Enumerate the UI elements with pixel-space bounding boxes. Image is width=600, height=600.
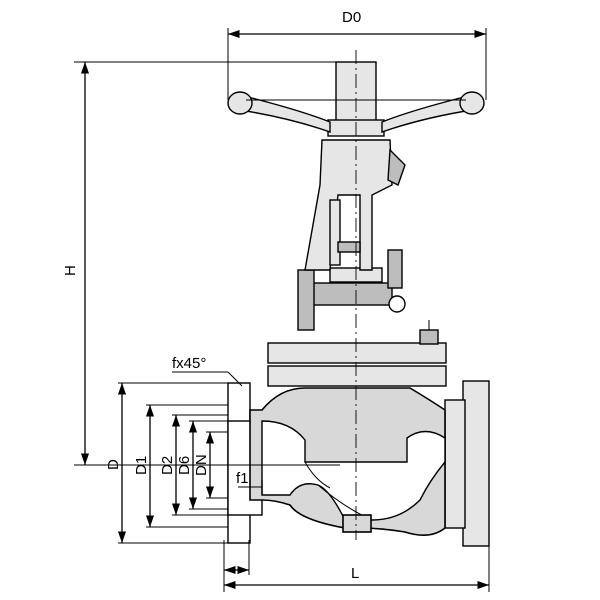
bonnet-flange-upper [267,342,447,364]
seat-passage [261,420,446,521]
label-d: D [105,459,122,470]
stem-indicator [337,241,361,253]
label-l: L [351,565,359,582]
label-f1: f1 [236,470,249,487]
gland-bolt-left [297,269,315,331]
label-d1: D1 [133,456,150,475]
dimension-lines [74,28,490,592]
stem-guide [329,199,341,266]
bottom-plug [342,514,372,533]
label-h: H [62,265,79,276]
stem-and-handwheel [227,61,485,137]
yoke-lug [387,148,406,186]
label-d6: D6 [176,456,193,475]
right-flange-neck [444,399,466,529]
bonnet [267,139,447,387]
handwheel-rim-right [459,91,485,115]
label-d2: D2 [159,456,176,475]
valve-body [227,380,490,547]
bonnet-flange-lower [267,365,447,387]
swing-bolt-eye [388,295,406,313]
dimension-labels: D0 H D D1 D2 D6 DN f1 fx45° L [62,9,361,582]
label-fx45: fx45° [172,355,206,372]
label-dn: DN [193,454,210,476]
bonnet-nut [419,329,439,345]
handwheel-spokes [239,94,473,133]
gland-bolt-right [387,249,403,289]
handwheel-rim-left [227,91,253,115]
right-flange [462,380,490,547]
label-d0: D0 [342,9,361,26]
